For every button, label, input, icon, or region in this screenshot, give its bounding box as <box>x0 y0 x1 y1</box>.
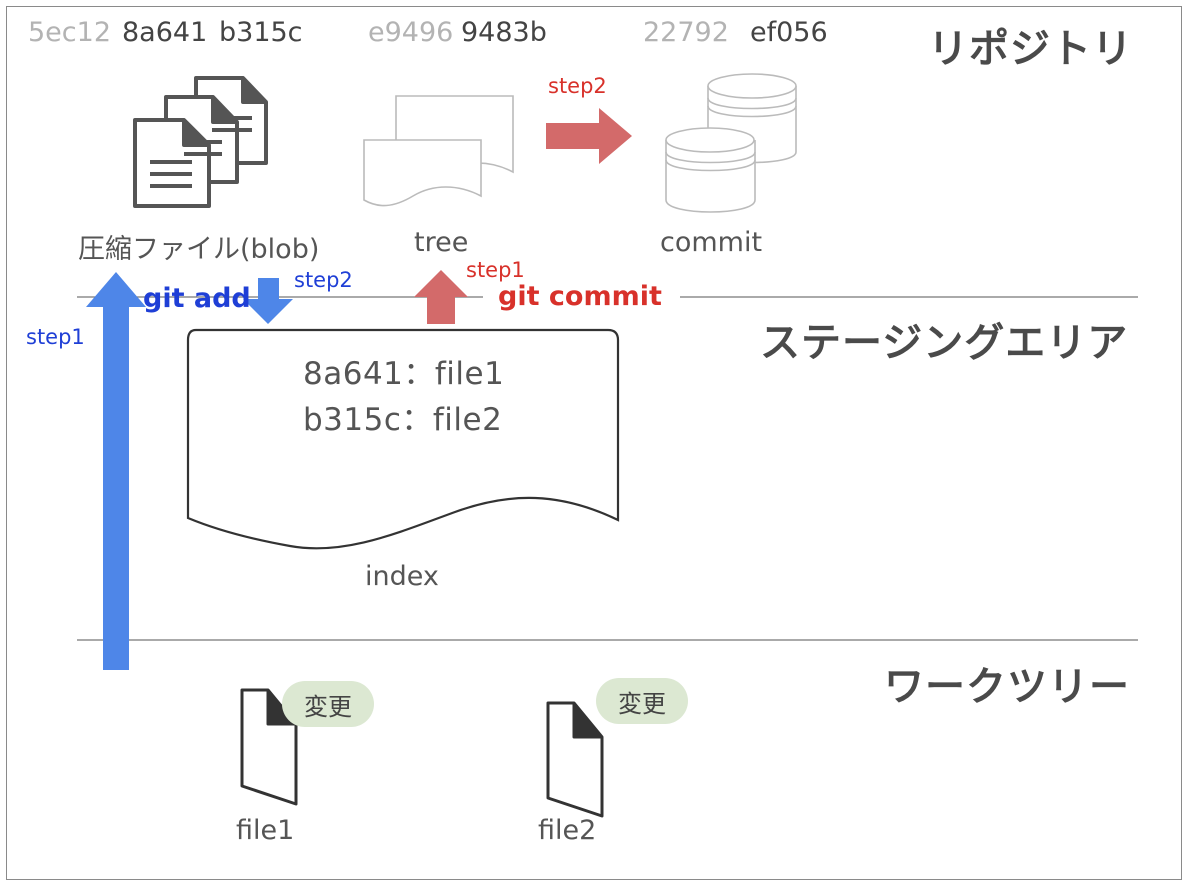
step2-blue-label: step2 <box>294 268 353 292</box>
git-commit-label: git commit <box>498 281 662 312</box>
hash-9483b: 9483b <box>461 17 547 48</box>
git-add-label: git add <box>143 283 251 314</box>
file1-label: file1 <box>236 815 295 846</box>
blue-arrow-step2 <box>243 278 293 324</box>
tree-label: tree <box>414 227 469 258</box>
commit-label: commit <box>660 227 763 258</box>
staging-area-title: ステージングエリア <box>760 320 1129 366</box>
file2-document-icon <box>546 701 604 818</box>
worktree-title: ワークツリー <box>884 664 1130 710</box>
red-arrow-step1 <box>414 270 468 324</box>
index-label: index <box>365 561 439 592</box>
hash-b315c: b315c <box>219 17 303 48</box>
blue-arrow-step1 <box>86 272 146 670</box>
blob-document-lines <box>150 116 252 188</box>
commit-database-icon <box>665 73 797 213</box>
step2-red-label: step2 <box>548 74 607 98</box>
index-entry-file2: b315c：file2 <box>303 402 503 438</box>
hash-e9496: e9496 <box>368 17 454 48</box>
step1-blue-label: step1 <box>26 325 85 349</box>
step1-red-label: step1 <box>466 258 525 282</box>
hash-8a641: 8a641 <box>122 17 208 48</box>
hash-5ec12: 5ec12 <box>28 17 111 48</box>
hash-ef056: ef056 <box>750 17 828 48</box>
blob-label: 圧縮ファイル(blob) <box>78 234 320 265</box>
tree-papers-icon <box>363 95 514 207</box>
file1-changed-badge: 変更 <box>282 681 374 727</box>
index-entry-file1: 8a641：file1 <box>303 356 505 392</box>
repository-title: リポジトリ <box>928 26 1133 72</box>
file2-label: file2 <box>538 815 597 846</box>
red-arrow-step2 <box>546 108 632 164</box>
hash-22792: 22792 <box>643 17 729 48</box>
index-document-shape <box>186 328 620 550</box>
diagram-frame <box>6 6 1182 880</box>
file2-changed-badge: 変更 <box>596 678 688 724</box>
